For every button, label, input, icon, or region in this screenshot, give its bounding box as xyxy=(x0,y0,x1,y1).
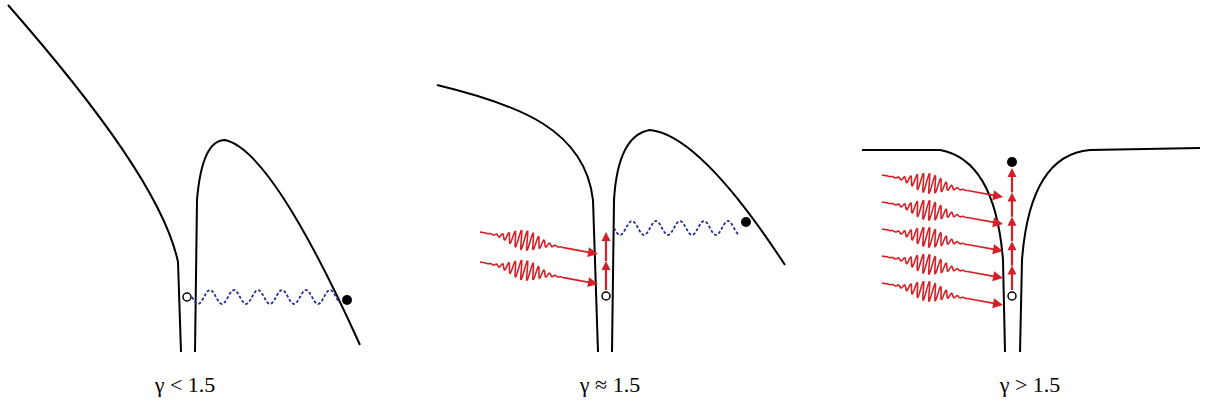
free-electron xyxy=(342,295,352,305)
arrow-head xyxy=(602,232,611,241)
potential-curve xyxy=(862,150,1005,352)
regime-caption: γ < 1.5 xyxy=(155,372,216,398)
photon-step xyxy=(1011,176,1013,192)
bound-electron xyxy=(602,292,610,300)
arrow-head xyxy=(992,298,1003,308)
bound-electron xyxy=(183,293,191,301)
photon-step xyxy=(1011,274,1013,290)
laser-pulse xyxy=(882,201,994,223)
arrow-head xyxy=(1008,241,1017,250)
arrow-head xyxy=(1008,192,1017,201)
arrow-head xyxy=(602,261,611,270)
laser-pulse xyxy=(882,174,994,196)
tunneling-wave xyxy=(192,290,338,304)
arrow-head xyxy=(1008,168,1017,177)
photon-step xyxy=(605,269,607,290)
potential-curve xyxy=(612,130,785,352)
laser-pulse xyxy=(882,282,994,304)
arrow-head xyxy=(587,277,598,287)
laser-pulse xyxy=(480,261,589,283)
laser-pulse xyxy=(882,255,994,277)
potential-curve xyxy=(8,5,181,352)
arrow-head xyxy=(992,217,1003,227)
photon-step xyxy=(1011,200,1013,216)
arrow-head xyxy=(587,247,598,257)
regime-caption: γ > 1.5 xyxy=(1000,372,1061,398)
tunneling-wave xyxy=(614,221,738,235)
free-electron xyxy=(741,217,751,227)
laser-pulse xyxy=(480,231,589,253)
arrow-head xyxy=(1008,266,1017,275)
photon-step xyxy=(1011,249,1013,265)
arrow-head xyxy=(1008,217,1017,226)
arrow-head xyxy=(992,244,1003,254)
arrow-head xyxy=(992,271,1003,281)
photon-step xyxy=(605,240,607,261)
potential-curve xyxy=(437,85,598,352)
photon-step xyxy=(1011,225,1013,241)
potential-curve xyxy=(1020,148,1200,352)
regime-caption: γ ≈ 1.5 xyxy=(580,372,640,398)
potential-curve xyxy=(195,140,360,352)
bound-electron xyxy=(1008,292,1016,300)
free-electron xyxy=(1007,157,1017,167)
arrow-head xyxy=(992,190,1003,200)
laser-pulse xyxy=(882,228,994,250)
